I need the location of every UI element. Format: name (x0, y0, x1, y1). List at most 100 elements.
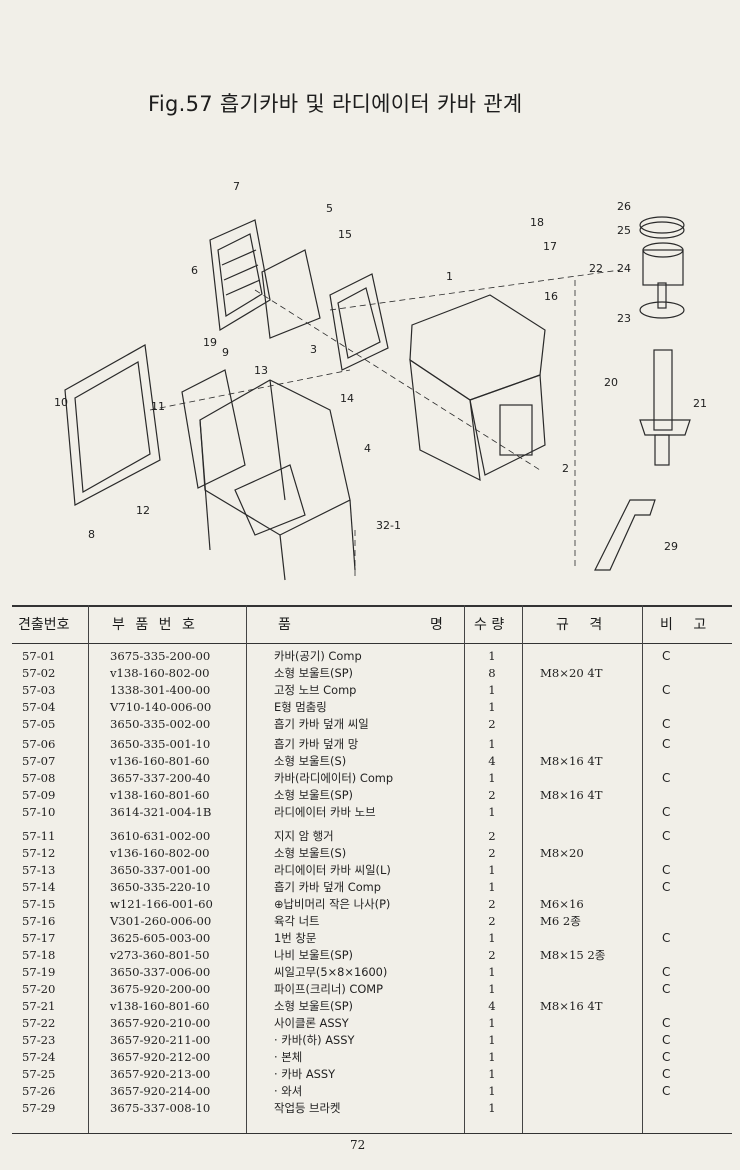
cell-note: C (662, 863, 671, 877)
cell-part: 3657-337-200-40 (110, 771, 211, 785)
exploded-parts-diagram: 7 5 6 15 18 17 1 16 26 25 22 24 23 3 19 … (0, 170, 740, 590)
cell-part: 3675-920-200-00 (110, 982, 211, 996)
cell-spec: M6 2종 (540, 914, 581, 928)
cell-spec: M8×16 4T (540, 788, 603, 802)
cell-no: 57-05 (22, 717, 56, 731)
callout: 22 (589, 262, 603, 275)
figure-title: Fig.57 흡기카바 및 라디에이터 카바 관계 (148, 92, 523, 116)
cell-spec: M8×16 4T (540, 754, 603, 768)
column-divider (522, 605, 523, 1133)
cell-qty: 1 (488, 965, 496, 979)
cell-note: C (662, 880, 671, 894)
cell-qty: 1 (488, 1101, 496, 1115)
cell-part: V710-140-006-00 (110, 700, 212, 714)
part-19-shape (181, 369, 246, 489)
cell-name: · 카바(하) ASSY (274, 1033, 355, 1047)
cell-note: C (662, 737, 671, 751)
cell-name: 1번 창문 (274, 931, 317, 945)
callout: 10 (54, 396, 68, 409)
cell-part: 3610-631-002-00 (110, 829, 211, 843)
cell-no: 57-14 (22, 880, 56, 894)
cell-part: 3657-920-214-00 (110, 1084, 211, 1098)
cell-note: C (662, 683, 671, 697)
cell-spec: M8×20 4T (540, 666, 603, 680)
part-8-shape (64, 344, 161, 506)
cell-no: 57-19 (22, 965, 56, 979)
header-name-right: 명 (430, 617, 443, 633)
cell-note: C (662, 717, 671, 731)
cell-part: v273-360-801-50 (110, 948, 210, 962)
cell-qty: 1 (488, 700, 496, 714)
callout: 3 (310, 343, 317, 356)
cell-note: C (662, 805, 671, 819)
column-divider (246, 605, 247, 1133)
part-29-shape (594, 499, 656, 571)
cell-qty: 1 (488, 805, 496, 819)
part-20-shape (653, 349, 673, 431)
cell-qty: 1 (488, 771, 496, 785)
callout: 16 (544, 290, 558, 303)
cell-no: 57-16 (22, 914, 56, 928)
cell-part: v136-160-802-00 (110, 846, 210, 860)
cell-qty: 1 (488, 982, 496, 996)
cell-part: v138-160-801-60 (110, 788, 210, 802)
cell-name: 카바(공기) Comp (274, 649, 362, 663)
cell-note: C (662, 1033, 671, 1047)
cell-no: 57-15 (22, 897, 56, 911)
cell-qty: 1 (488, 880, 496, 894)
cell-no: 57-22 (22, 1016, 56, 1030)
cell-note: C (662, 1067, 671, 1081)
cell-part: 3675-335-200-00 (110, 649, 211, 663)
cell-no: 57-13 (22, 863, 56, 877)
cell-part: V301-260-006-00 (110, 914, 212, 928)
table-top-rule (12, 605, 732, 607)
cell-no: 57-20 (22, 982, 56, 996)
cell-name: 라디에이터 카바 노브 (274, 805, 376, 819)
cell-name: 사이클론 ASSY (274, 1016, 349, 1030)
cell-no: 57-26 (22, 1084, 56, 1098)
cell-name: 소형 보울트(S) (274, 754, 347, 768)
callout: 29 (664, 540, 678, 553)
cell-name: 라디에이터 카바 씨일(L) (274, 863, 391, 877)
cell-name: 소형 보울트(SP) (274, 666, 354, 680)
header-no: 견출번호 (18, 617, 70, 633)
cell-no: 57-04 (22, 700, 56, 714)
cell-qty: 1 (488, 1067, 496, 1081)
cell-qty: 1 (488, 1016, 496, 1030)
cell-name: 카바(라디에이터) Comp (274, 771, 394, 785)
cell-part: v138-160-802-00 (110, 666, 210, 680)
cell-part: 3657-920-211-00 (110, 1033, 211, 1047)
header-qty: 수 량 (474, 617, 505, 633)
cell-name: · 카바 ASSY (274, 1067, 336, 1081)
cell-part: 3650-335-002-00 (110, 717, 211, 731)
callout: 20 (604, 376, 618, 389)
cell-no: 57-07 (22, 754, 56, 768)
callout: 4 (364, 442, 371, 455)
cell-qty: 1 (488, 1084, 496, 1098)
cell-name: 지지 암 행거 (274, 829, 334, 843)
cell-no: 57-17 (22, 931, 56, 945)
cell-note: C (662, 1050, 671, 1064)
cell-name: 고정 노브 Comp (274, 683, 357, 697)
cell-name: 나비 보울트(SP) (274, 948, 354, 962)
part-14-shape (329, 273, 389, 371)
cell-part: w121-166-001-60 (110, 897, 213, 911)
cell-no: 57-03 (22, 683, 56, 697)
cell-name: 씨일고무(5×8×1600) (274, 965, 388, 979)
cell-part: 3650-337-006-00 (110, 965, 211, 979)
cell-qty: 1 (488, 737, 496, 751)
